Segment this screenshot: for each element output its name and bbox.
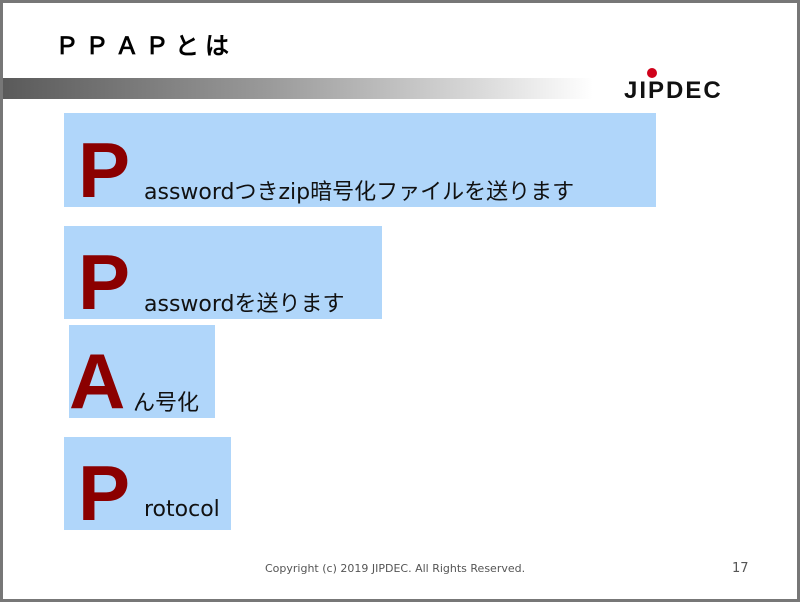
slide-title: ＰＰＡＰとは <box>55 32 235 60</box>
ppap-item-1: P asswordつきzip暗号化ファイルを送ります <box>64 113 656 214</box>
copyright-footer: Copyright (c) 2019 JIPDEC. All Rights Re… <box>265 562 526 575</box>
initial-letter: P <box>78 238 131 326</box>
initial-letter: P <box>78 126 131 214</box>
svg-text:JIPDEC: JIPDEC <box>624 77 723 100</box>
ppap-item-4: P rotocol <box>64 437 231 537</box>
item-text: rotocol <box>144 497 220 522</box>
header-gradient-bar <box>3 78 593 99</box>
ppap-item-3: A ん号化 <box>69 325 215 425</box>
initial-letter: P <box>78 449 131 537</box>
item-text: asswordつきzip暗号化ファイルを送ります <box>144 180 575 205</box>
jipdec-logo: JIPDEC <box>624 68 723 100</box>
ppap-item-2: P asswordを送ります <box>64 226 382 326</box>
page-number: 17 <box>732 561 749 576</box>
item-text: asswordを送ります <box>144 292 345 317</box>
initial-letter: A <box>69 337 126 425</box>
item-text: ん号化 <box>133 391 200 416</box>
